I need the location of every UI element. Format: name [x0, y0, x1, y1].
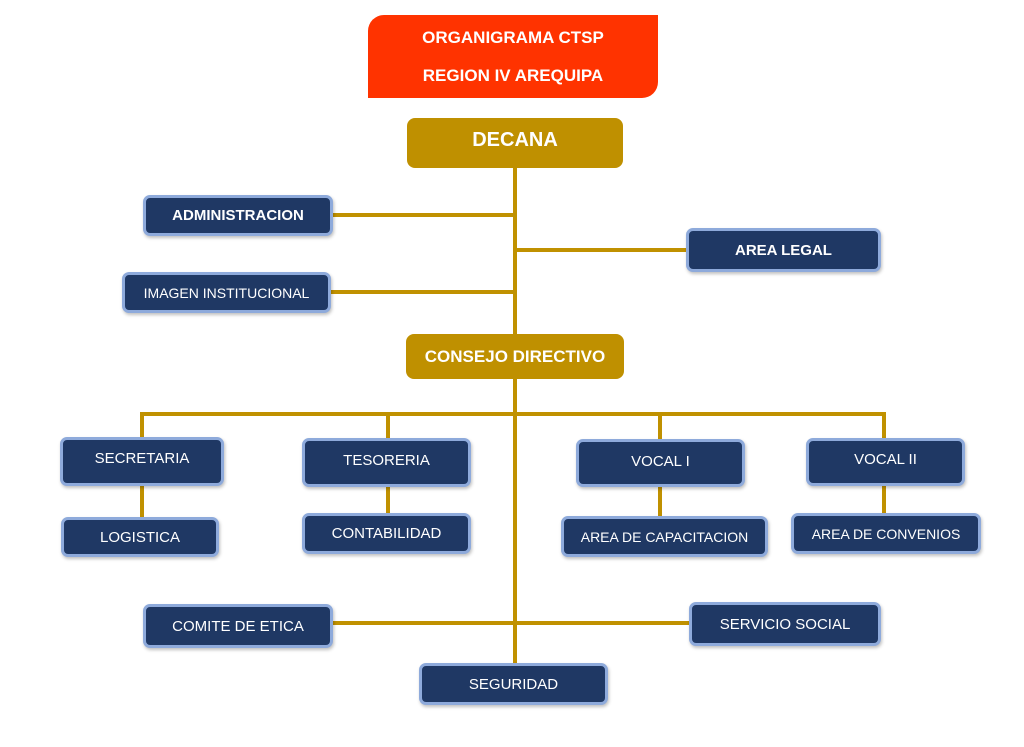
node-seguridad[interactable]: SEGURIDAD — [419, 663, 608, 705]
connector-consejo-bar — [140, 412, 886, 416]
node-comite-etica[interactable]: COMITE DE ETICA — [143, 604, 333, 648]
node-seguridad-label: SEGURIDAD — [468, 675, 559, 693]
node-contabilidad-label: CONTABILIDAD — [331, 525, 442, 542]
connector-area-legal — [515, 248, 687, 252]
node-imagen-institucional-label: IMAGEN INSTITUCIONAL — [143, 284, 310, 301]
node-area-convenios[interactable]: AREA DE CONVENIOS — [791, 513, 981, 554]
title-line-1: ORGANIGRAMA CTSP — [422, 27, 604, 47]
node-consejo-directivo-label: CONSEJO DIRECTIVO — [424, 346, 606, 366]
connector-secretaria — [140, 412, 144, 439]
connector-vocal-1 — [658, 412, 662, 441]
node-imagen-institucional[interactable]: IMAGEN INSTITUCIONAL — [122, 272, 331, 313]
node-decana-label: DECANA — [472, 129, 558, 151]
node-vocal-1-label: VOCAL I — [631, 452, 690, 470]
node-administracion[interactable]: ADMINISTRACION — [143, 195, 333, 236]
connector-comite-servicio — [331, 621, 691, 625]
title-line-2: REGION IV AREQUIPA — [422, 65, 604, 85]
node-servicio-social[interactable]: SERVICIO SOCIAL — [689, 602, 881, 646]
connector-administracion — [331, 213, 515, 217]
node-vocal-2[interactable]: VOCAL II — [806, 438, 965, 486]
node-area-convenios-label: AREA DE CONVENIOS — [811, 525, 961, 542]
connector-tesoreria — [386, 412, 390, 440]
node-administracion-label: ADMINISTRACION — [172, 207, 304, 224]
connector-vocal-2 — [882, 412, 886, 440]
chart-title: ORGANIGRAMA CTSP REGION IV AREQUIPA — [368, 15, 658, 98]
connector-area-capacitacion — [658, 485, 662, 518]
node-area-legal-label: AREA LEGAL — [735, 241, 832, 259]
node-logistica[interactable]: LOGISTICA — [61, 517, 219, 557]
connector-area-convenios — [882, 484, 886, 515]
node-area-capacitacion-label: AREA DE CAPACITACION — [580, 528, 749, 545]
node-servicio-social-label: SERVICIO SOCIAL — [719, 615, 851, 633]
node-tesoreria[interactable]: TESORERIA — [302, 438, 471, 487]
node-decana[interactable]: DECANA — [407, 118, 623, 168]
node-secretaria[interactable]: SECRETARIA — [60, 437, 224, 486]
node-tesoreria-label: TESORERIA — [343, 452, 430, 469]
node-vocal-2-label: VOCAL II — [854, 450, 917, 468]
connector-contabilidad — [386, 485, 390, 515]
node-comite-etica-label: COMITE DE ETICA — [172, 617, 304, 635]
node-area-legal[interactable]: AREA LEGAL — [686, 228, 881, 272]
node-logistica-label: LOGISTICA — [99, 528, 181, 546]
node-vocal-1[interactable]: VOCAL I — [576, 439, 745, 487]
node-contabilidad[interactable]: CONTABILIDAD — [302, 513, 471, 554]
node-secretaria-label: SECRETARIA — [94, 450, 190, 467]
connector-imagen-institucional — [329, 290, 515, 294]
node-area-capacitacion[interactable]: AREA DE CAPACITACION — [561, 516, 768, 557]
node-consejo-directivo[interactable]: CONSEJO DIRECTIVO — [406, 334, 624, 379]
connector-logistica — [140, 484, 144, 519]
